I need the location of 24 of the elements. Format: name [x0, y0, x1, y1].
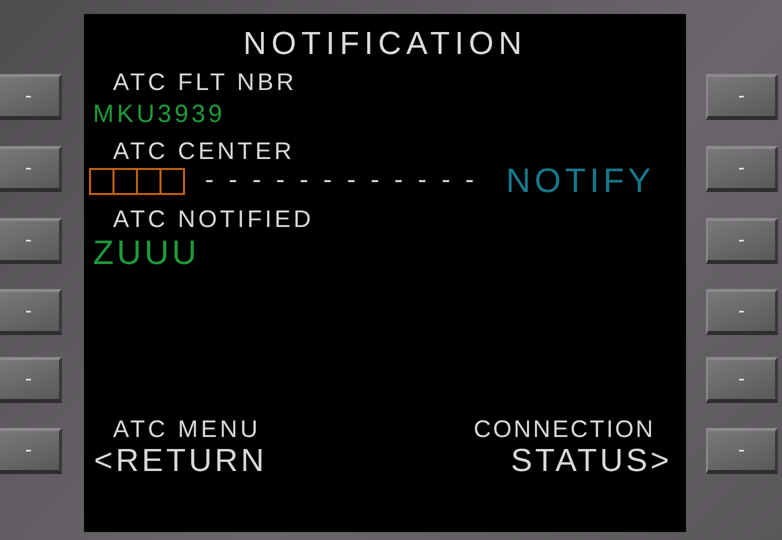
return-prompt: <RETURN	[94, 444, 268, 476]
line-select-key: -	[0, 146, 62, 192]
line-select-key: -	[0, 218, 62, 264]
field-label: CONNECTION	[474, 418, 655, 442]
page-title: NOTIFICATION	[242, 27, 528, 59]
status-prompt: STATUS>	[510, 444, 672, 476]
line-select-key: -	[0, 74, 62, 120]
line-select-key: -	[0, 289, 62, 335]
flight-number-value: MKU3939	[93, 102, 226, 127]
field-label: ATC NOTIFIED	[113, 208, 314, 232]
notified-center-value: ZUUU	[93, 236, 200, 270]
line-select-key: -	[706, 74, 778, 120]
line-select-key: -	[0, 428, 62, 474]
notify-prompt: NOTIFY	[506, 164, 655, 198]
field-label: ATC MENU	[113, 418, 261, 442]
line-select-key: -	[0, 357, 62, 403]
line-select-key: -	[706, 218, 778, 264]
line-select-key: -	[706, 146, 778, 192]
field-label: ATC FLT NBR	[113, 71, 297, 95]
field-label: ATC CENTER	[113, 140, 295, 164]
line-select-key: -	[706, 289, 778, 335]
fill-in-line: ------------	[205, 166, 489, 192]
line-select-key: -	[706, 428, 778, 474]
line-select-key: -	[706, 357, 778, 403]
